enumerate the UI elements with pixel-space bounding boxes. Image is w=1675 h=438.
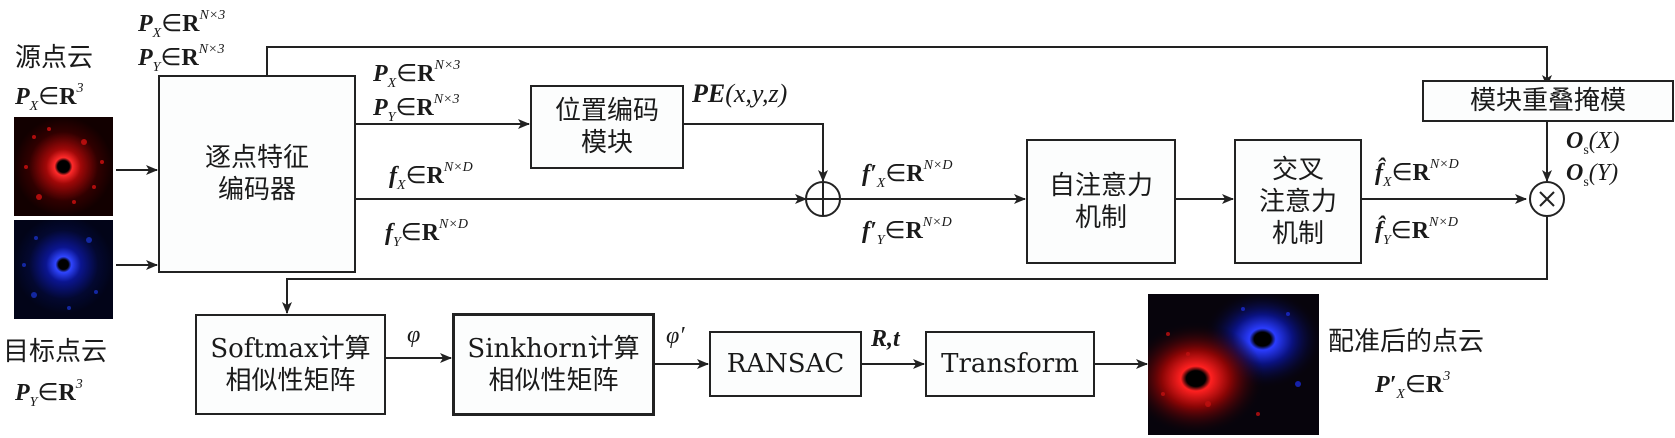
self-attention-mechanism: 自注意力机制 bbox=[1026, 139, 1176, 264]
registered-point-cloud-image bbox=[1148, 294, 1319, 435]
self-attn-label-line1: 自注意力 bbox=[1048, 170, 1153, 201]
top-label-py: PY∈RN×3 bbox=[138, 42, 225, 75]
arrow-bypass-to-mask bbox=[266, 46, 1552, 87]
encoder-label-line2: 编码器 bbox=[217, 175, 296, 205]
target-cloud-title: 目标点云 bbox=[3, 337, 108, 367]
source-point-cloud-image bbox=[14, 117, 113, 216]
source-cloud-symbol: PX∈R3 bbox=[15, 81, 84, 114]
transform-module: Transform bbox=[925, 331, 1095, 397]
sinkhorn-label-line1: Sinkhorn计算 bbox=[467, 333, 640, 364]
softmax-label-line1: Softmax计算 bbox=[210, 333, 371, 364]
block-overlap-mask: 模块重叠掩模 bbox=[1422, 80, 1674, 122]
feature-prime-label-fx: f′X∈RN×D bbox=[862, 158, 953, 191]
feature-hat-label-fx: f̂X∈RN×D bbox=[1375, 157, 1459, 190]
encoder-label-line1: 逐点特征 bbox=[204, 143, 309, 173]
source-cloud-title: 源点云 bbox=[15, 43, 94, 73]
result-cloud-symbol: P′X∈R3 bbox=[1375, 369, 1451, 402]
phi-prime-label: φ′ bbox=[666, 323, 685, 349]
top-label-px: PX∈RN×3 bbox=[138, 8, 226, 41]
pointwise-feature-encoder: 逐点特征编码器 bbox=[158, 75, 356, 273]
posenc-label-line1: 位置编码 bbox=[554, 96, 659, 126]
sinkhorn-similarity-matrix: Sinkhorn计算相似性矩阵 bbox=[452, 313, 655, 416]
transform-label: Transform bbox=[941, 349, 1079, 379]
sinkhorn-label-line2: 相似性矩阵 bbox=[488, 365, 619, 396]
cross-attention-mechanism: 交叉注意力机制 bbox=[1234, 139, 1362, 264]
result-cloud-title: 配准后的点云 bbox=[1328, 327, 1485, 357]
rotation-translation-label: R,t bbox=[871, 326, 900, 352]
feature-prime-label-fy: f′Y∈RN×D bbox=[862, 215, 952, 248]
softmax-similarity-matrix: Softmax计算相似性矩阵 bbox=[195, 314, 386, 415]
posenc-label-line2: 模块 bbox=[580, 128, 633, 158]
cross-attn-label-line1: 交叉 bbox=[1271, 154, 1324, 185]
position-encoding-output: PE(x,y,z) bbox=[692, 79, 788, 108]
phi-label: φ bbox=[407, 322, 421, 348]
self-attn-label-line2: 机制 bbox=[1074, 202, 1127, 233]
overlap-output-x: Os(X) bbox=[1566, 128, 1620, 158]
cross-attn-label-line3: 机制 bbox=[1271, 218, 1324, 249]
position-encoding-module: 位置编码模块 bbox=[530, 85, 684, 169]
overlap-mask-label: 模块重叠掩模 bbox=[1469, 86, 1626, 116]
multiply-operator-icon bbox=[1529, 181, 1565, 217]
add-operator-icon bbox=[805, 181, 841, 217]
softmax-label-line2: 相似性矩阵 bbox=[225, 365, 356, 396]
posenc-input-px: PX∈RN×3 bbox=[373, 58, 461, 91]
posenc-input-py: PY∈RN×3 bbox=[373, 92, 460, 125]
arrow-posenc-to-add bbox=[683, 123, 828, 182]
ransac-module: RANSAC bbox=[709, 331, 862, 397]
feature-hat-label-fy: f̂Y∈RN×D bbox=[1375, 215, 1458, 248]
target-cloud-symbol: PY∈R3 bbox=[15, 377, 83, 410]
feature-label-fy: fY∈RN×D bbox=[385, 217, 468, 250]
target-point-cloud-image bbox=[14, 220, 113, 319]
overlap-output-y: Os(Y) bbox=[1566, 160, 1619, 190]
cross-attn-label-line2: 注意力 bbox=[1258, 186, 1337, 217]
feature-label-fx: fX∈RN×D bbox=[389, 160, 473, 193]
ransac-label: RANSAC bbox=[726, 349, 845, 379]
arrow-mul-to-softmax bbox=[282, 217, 1548, 314]
